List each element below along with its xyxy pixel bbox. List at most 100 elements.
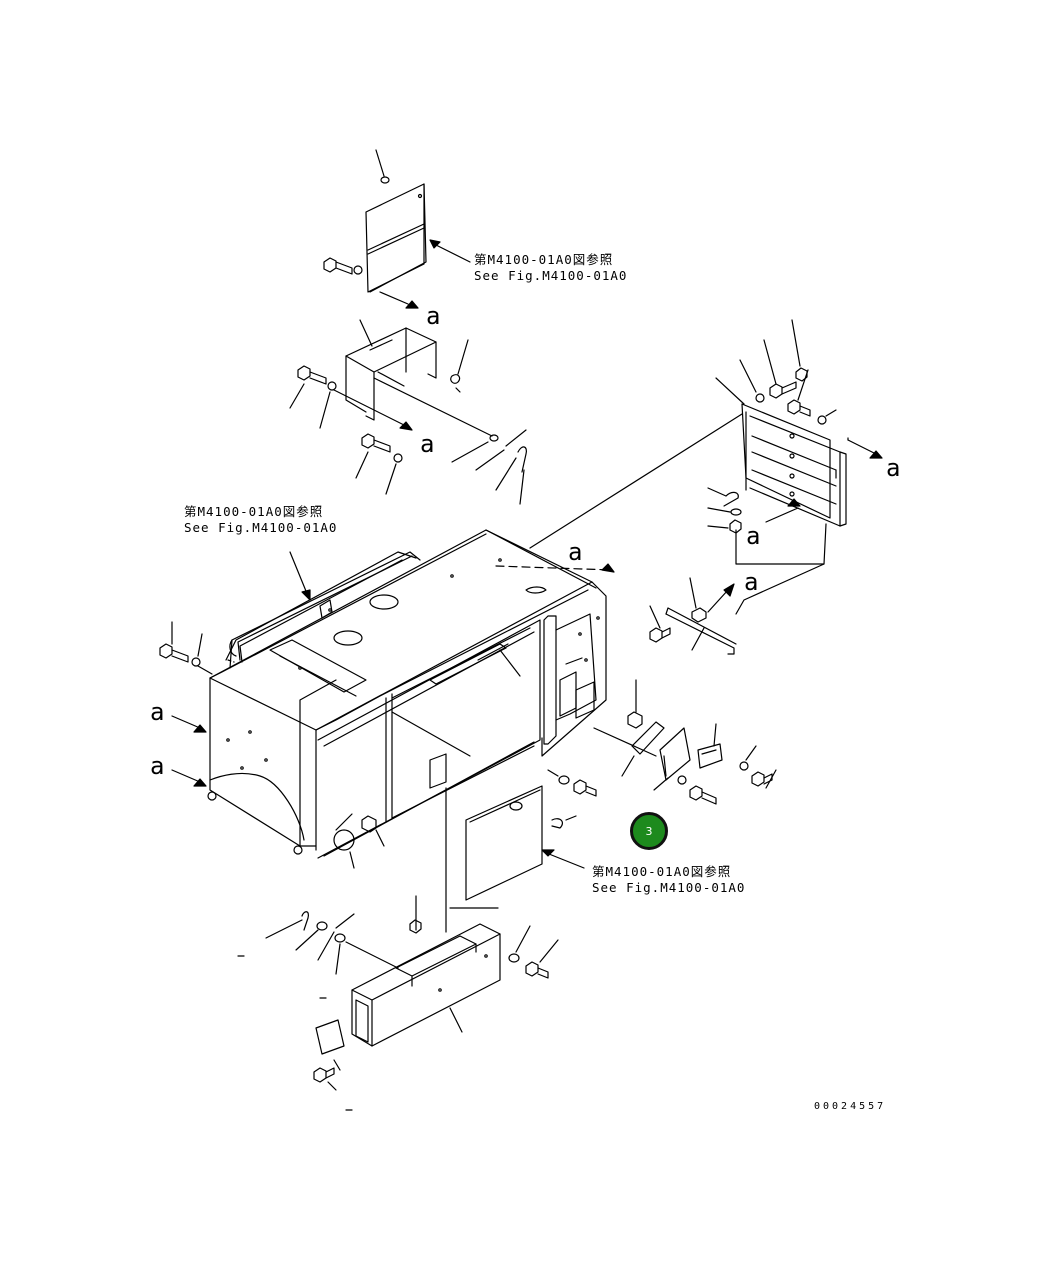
washer [677,775,687,785]
spring-pin [265,911,309,939]
latch-cover [653,727,691,791]
arrow-line [847,439,877,455]
bolt [323,257,363,275]
bolt [649,605,671,643]
assembly-line [373,377,493,437]
washer [385,453,403,495]
side-rack-panel [715,377,847,527]
arrow-head [601,563,615,573]
bolt [159,621,189,663]
nut [791,319,808,382]
leader-arrow [541,849,555,857]
latch-bracket [697,723,723,769]
section-mark-a: a [886,454,901,482]
washer [739,359,765,403]
section-mark-a: a [568,538,583,566]
arrow-line [377,371,405,387]
bolt [787,369,811,417]
leader-arrow [301,589,311,601]
arrow-line [171,769,201,783]
assembly-line [197,665,213,675]
arrow-head [399,421,413,431]
reference-note-jp: 第M4100-01A0図参照 [474,252,614,267]
wire-clip [333,813,355,869]
assembly-line [735,523,827,565]
pin [317,913,355,961]
washer [707,507,742,516]
reference-note-top: 第M4100-01A0図参照 See Fig.M4100-01A0 [474,252,627,284]
section-mark-a: a [744,568,759,596]
top-cover-panel [365,183,427,293]
washer [295,921,328,951]
section-mark-a: a [746,522,761,550]
washer [375,149,390,184]
arrow-head [723,583,735,597]
bolt [573,779,597,797]
reference-note-left: 第M4100-01A0図参照 See Fig.M4100-01A0 [184,504,337,536]
reference-note-jp: 第M4100-01A0図参照 [592,864,732,879]
arrow-head [787,498,801,507]
part-callout-3[interactable]: 3 [630,812,668,850]
drawing-number: 00024557 [814,1101,887,1112]
section-mark-a: a [150,752,165,780]
nut [627,679,643,729]
reference-note-bottom: 第M4100-01A0図参照 See Fig.M4100-01A0 [592,864,745,896]
bolt [525,939,559,979]
leader-arrow [429,239,441,249]
nut [707,519,742,534]
leader-line [519,469,525,505]
handrail [225,551,417,663]
arrow-line [707,589,729,613]
arrow-line [765,507,799,523]
spring-clip [450,339,469,393]
pin [475,429,527,471]
door-panel [465,785,543,901]
leader-line [431,242,471,263]
section-mark-a: a [150,698,165,726]
reference-note-en: See Fig.M4100-01A0 [474,268,628,283]
reference-note-jp: 第M4100-01A0図参照 [184,504,324,519]
arrow-head [193,778,207,787]
main-frame [207,529,607,859]
lock-lever [665,577,737,655]
arrow-head [405,300,419,309]
reference-note-en: See Fig.M4100-01A0 [184,520,338,535]
bolt [751,769,777,789]
section-mark-a: a [426,302,441,330]
bolt [355,433,391,479]
bolt [313,1059,341,1091]
washer [319,381,337,429]
nut [409,919,422,934]
arrow-line [171,715,201,729]
assembly-line [529,413,743,549]
spring-pin [495,446,527,491]
washer [191,633,203,667]
hidden-line [227,659,235,663]
washer [547,769,570,785]
arrow-line [333,389,407,427]
cover-plate [315,1019,345,1055]
washer [817,409,837,425]
bolt [689,785,717,805]
assembly-line [735,563,825,615]
washer [334,933,346,975]
leader-line [289,551,309,597]
bracket-cover [345,319,437,421]
washer [451,434,499,463]
lower-box [351,923,501,1047]
nut [361,815,385,847]
section-mark-a: a [420,430,435,458]
arrow-head [869,450,883,459]
leader-line [543,851,585,869]
spring-clip [707,487,739,507]
assembly-line [593,727,657,757]
washer [739,745,757,771]
assembly-line [391,711,471,757]
assembly-line [345,941,399,969]
seal-gasket [621,721,665,777]
dashed-arrow-line [495,565,613,571]
bolt [289,365,327,409]
reference-note-en: See Fig.M4100-01A0 [592,880,746,895]
